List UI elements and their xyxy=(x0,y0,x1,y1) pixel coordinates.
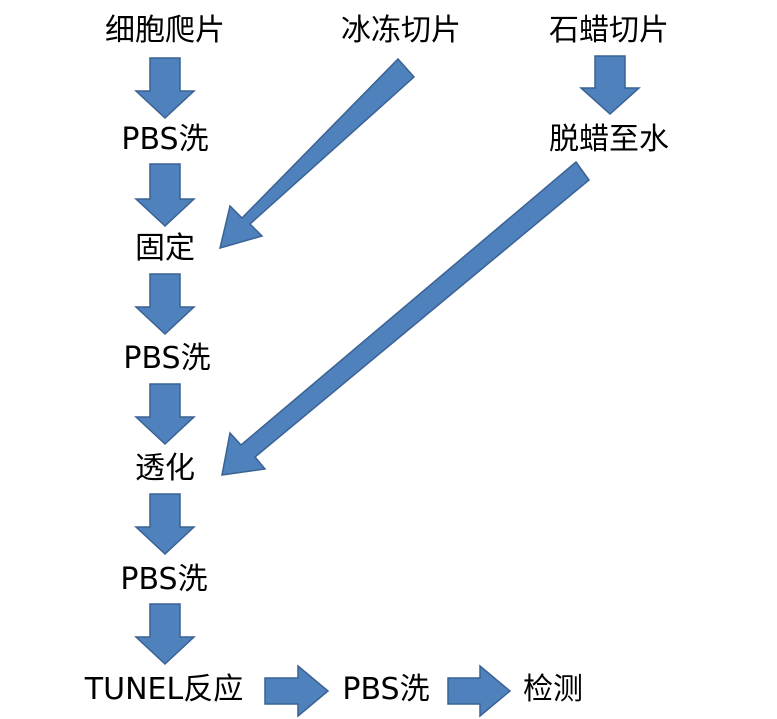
node-tunel-reaction: TUNEL反应 xyxy=(84,672,244,707)
arrow-down-5 xyxy=(134,493,196,556)
arrow-down-1 xyxy=(134,57,196,120)
node-detection: 检测 xyxy=(523,672,583,707)
arrow-right-1 xyxy=(264,664,330,718)
node-fixation: 固定 xyxy=(135,231,195,266)
node-cell-climbing: 细胞爬片 xyxy=(105,13,225,48)
arrow-down-2 xyxy=(134,163,196,228)
arrow-down-6 xyxy=(134,603,196,666)
node-paraffin-section: 石蜡切片 xyxy=(549,13,669,48)
arrow-right-2 xyxy=(447,664,512,718)
node-frozen-section: 冰冻切片 xyxy=(341,13,461,48)
arrow-down-paraffin xyxy=(579,55,641,116)
node-pbs-wash-3: PBS洗 xyxy=(120,562,208,597)
arrow-diagonal-frozen-to-fixation xyxy=(218,57,416,250)
node-dewax-to-water: 脱蜡至水 xyxy=(549,122,669,157)
node-pbs-wash-1: PBS洗 xyxy=(121,122,209,157)
node-permeabilization: 透化 xyxy=(135,451,195,486)
arrow-down-3 xyxy=(134,273,196,336)
node-pbs-wash-4: PBS洗 xyxy=(342,672,430,707)
node-pbs-wash-2: PBS洗 xyxy=(123,341,211,376)
arrow-down-4 xyxy=(134,383,196,446)
arrow-diagonal-dewax-to-permeabilization xyxy=(221,160,591,476)
